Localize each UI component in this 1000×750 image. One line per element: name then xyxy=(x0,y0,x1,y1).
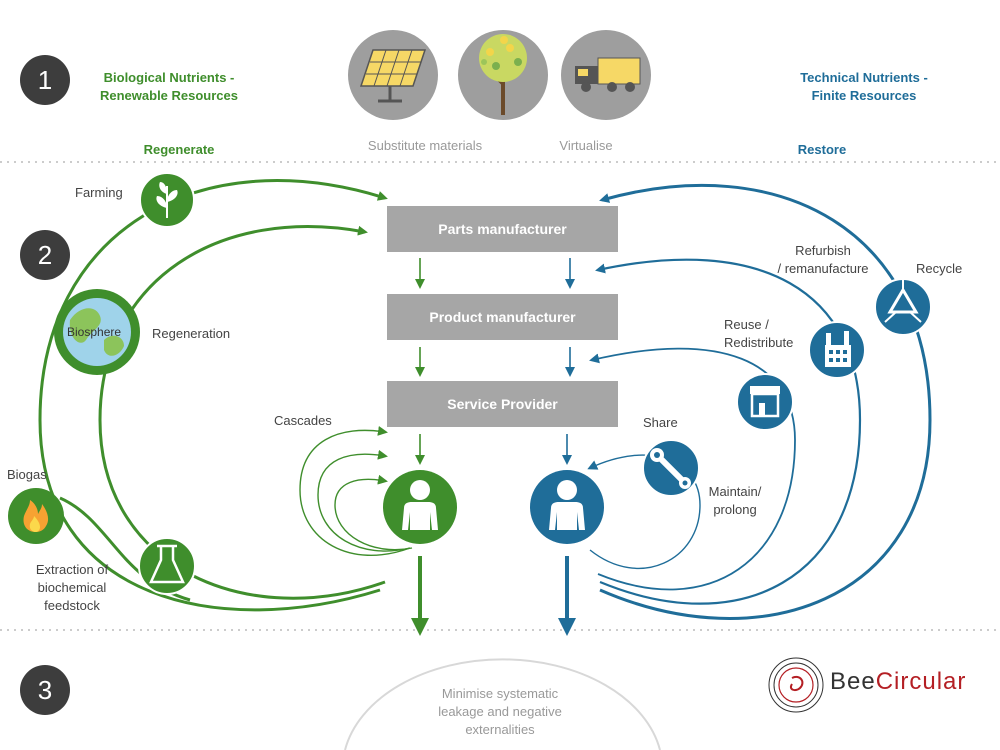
flask-icon xyxy=(138,537,196,595)
farming-icon xyxy=(139,172,195,228)
biogas-flame-icon xyxy=(8,488,64,544)
bio-title-line1: Biological Nutrients - xyxy=(103,70,235,85)
substitute-materials-label: Substitute materials xyxy=(367,138,483,153)
wrench-icon xyxy=(642,439,700,497)
reuse-loop xyxy=(589,347,796,591)
recycle-icon xyxy=(874,278,932,336)
tech-title-line1: Technical Nutrients - xyxy=(800,70,928,85)
cascade-arc-3 xyxy=(334,474,413,551)
biosphere-globe-icon xyxy=(54,289,140,375)
product-manufacturer-box: Product manufacturer xyxy=(387,294,618,340)
cascade-arc-2 xyxy=(317,449,411,552)
biosphere-label: Biosphere xyxy=(67,325,122,339)
step-3-badge: 3 xyxy=(20,665,70,715)
refurbish-label-line2: / remanufacture xyxy=(777,261,869,276)
step-1-badge: 1 xyxy=(20,55,70,105)
cascade-arc-1 xyxy=(299,425,411,556)
maintain-label-line1: Maintain/ xyxy=(708,484,762,499)
recycle-loop xyxy=(599,183,932,620)
beecircular-logo-mark xyxy=(768,657,824,713)
tech-title-line2: Finite Resources xyxy=(811,88,917,103)
parts-manufacturer-box: Parts manufacturer xyxy=(387,206,618,252)
maintain-loop xyxy=(587,454,701,569)
reuse-label-line1: Reuse / xyxy=(724,317,769,332)
logo-bee: Bee xyxy=(830,668,876,695)
user-blue-icon xyxy=(530,470,604,544)
remanufacture-loop xyxy=(595,258,862,605)
step-2-badge: 2 xyxy=(20,230,70,280)
extraction-label-line1: Extraction of xyxy=(35,562,109,577)
factory-icon xyxy=(808,321,866,379)
regenerate-label: Regenerate xyxy=(143,142,215,157)
beecircular-logo-text: BeeCircular xyxy=(830,668,966,696)
restore-label: Restore xyxy=(797,142,847,157)
refurbish-label-line1: Refurbish xyxy=(795,243,851,258)
maintain-label-line2: prolong xyxy=(713,502,757,517)
bio-inner-loop xyxy=(98,225,386,600)
reuse-label-line2: Redistribute xyxy=(724,335,794,350)
leakage-arc xyxy=(344,658,661,750)
consumer-green-icon xyxy=(383,470,457,544)
extraction-label-line3: feedstock xyxy=(44,598,100,613)
leakage-text-line3: externalities xyxy=(465,722,535,737)
logo-circular: Circular xyxy=(875,668,967,695)
leakage-text-line2: leakage and negative xyxy=(438,704,562,719)
farming-label: Farming xyxy=(75,185,123,200)
leakage-text-line1: Minimise systematic xyxy=(441,686,559,701)
recycle-label: Recycle xyxy=(916,261,963,276)
regeneration-label: Regeneration xyxy=(152,326,231,341)
service-provider-box: Service Provider xyxy=(387,381,618,427)
virtualise-label: Virtualise xyxy=(559,138,613,153)
bio-outer-loop xyxy=(38,179,388,612)
solar-panel-icon xyxy=(348,30,438,120)
bio-title-line2: Renewable Resources xyxy=(99,88,239,103)
share-label: Share xyxy=(643,415,678,430)
extraction-label-line2: biochemical xyxy=(37,580,107,595)
cascades-label: Cascades xyxy=(274,413,332,428)
biogas-label: Biogas xyxy=(7,467,47,482)
tree-icon xyxy=(458,30,548,120)
truck-icon xyxy=(561,30,651,120)
shop-icon xyxy=(736,373,794,431)
